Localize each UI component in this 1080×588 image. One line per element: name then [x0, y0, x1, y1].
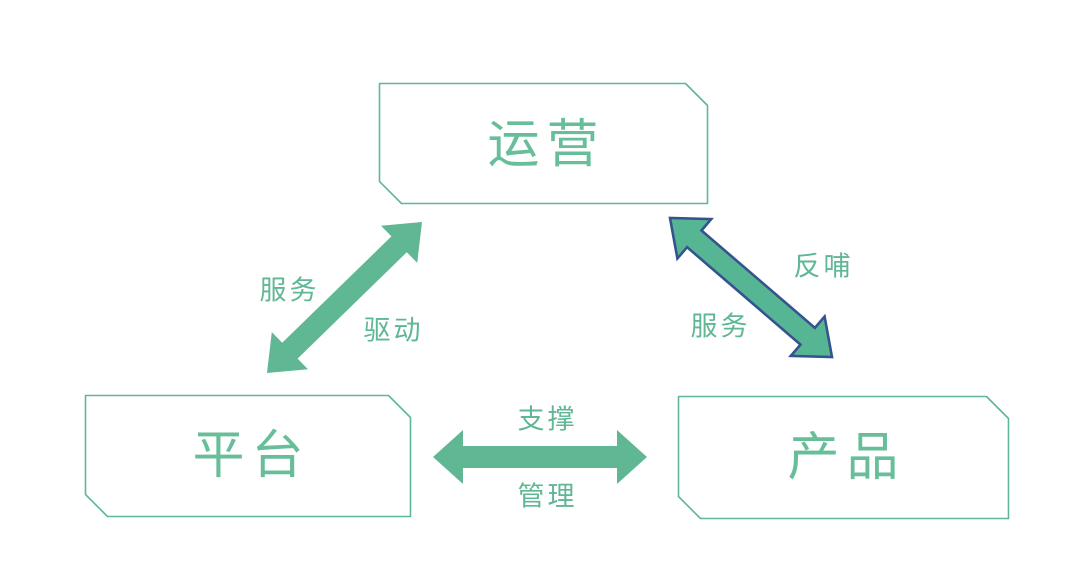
node-operations-label: 运营 [487, 116, 606, 174]
arrow-platform-operations [267, 222, 422, 373]
node-product-shape [677, 395, 1010, 520]
node-platform-label: 平台 [192, 427, 311, 485]
edge-platform-operations-upper-label: 服务 [259, 275, 320, 306]
arrow-platform-product [433, 430, 647, 484]
node-operations-shape [378, 82, 709, 205]
node-platform-shape [84, 394, 412, 518]
edge-operations-product-upper-label: 反哺 [793, 251, 854, 282]
node-product-label: 产品 [787, 429, 906, 487]
arrow-operations-product [668, 216, 834, 359]
edge-operations-product-lower-label: 服务 [690, 311, 751, 342]
edge-platform-operations-lower-label: 驱动 [363, 315, 424, 346]
edge-platform-product-lower-label: 管理 [517, 481, 578, 512]
edge-platform-product-upper-label: 支撑 [517, 404, 578, 435]
